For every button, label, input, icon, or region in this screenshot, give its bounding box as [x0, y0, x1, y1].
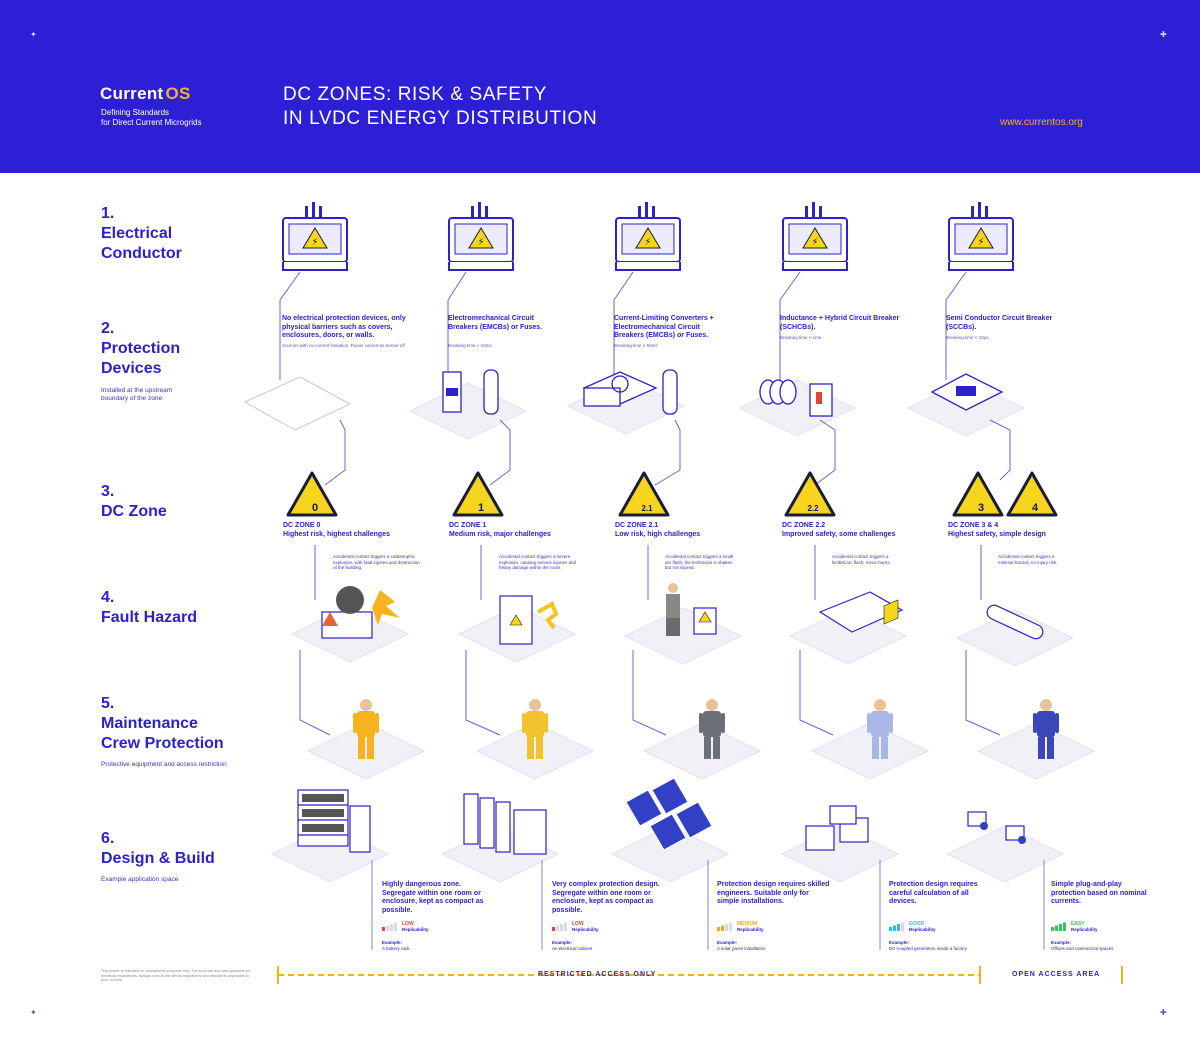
replicability-rating: EASY Replicability	[1071, 921, 1098, 932]
replicability-bar	[552, 927, 555, 931]
example-text: Example:A battery rack	[382, 940, 410, 951]
corner-mark-icon: ✦	[30, 1008, 37, 1017]
row-label-dc-zone: 3.DC Zone	[101, 483, 167, 520]
replicability-bar	[1059, 924, 1062, 931]
zone-number: 1	[478, 502, 484, 514]
row-label-design: 6.Design & Build	[101, 830, 215, 867]
page-title: DC ZONES: RISK & SAFETY	[283, 84, 548, 105]
diagram-illustrations: ⚡	[243, 201, 1123, 984]
protection-note: Sources with no current limitation. Powe…	[282, 343, 405, 348]
example-text: Example:Offices and commercial spaces	[1051, 940, 1114, 951]
protection-note: Breaking time > 10ms	[448, 343, 492, 348]
protection-note: Breaking time < 10μs	[946, 335, 989, 340]
hazard-description: Accidental contact triggers a severe exp…	[499, 554, 577, 571]
zone-number: 2.1	[641, 504, 653, 513]
corner-mark-icon: ✚	[1160, 1008, 1167, 1017]
replicability-bar	[717, 927, 720, 931]
example-text: Example:A solar panel installation	[717, 940, 766, 951]
zone-number: 4	[1032, 502, 1039, 514]
replicability-bar	[893, 925, 896, 931]
replicability-bar	[394, 922, 397, 931]
replicability-bar	[560, 924, 563, 931]
design-description: Protection design requires careful calcu…	[889, 881, 978, 905]
hazard-description: Accidental contact triggers a catastroph…	[333, 554, 420, 571]
row-sublabel: Protective equipment and access restrict…	[101, 761, 227, 768]
replicability-bar	[556, 925, 559, 931]
replicability-bar	[889, 927, 892, 931]
replicability-bar	[1063, 922, 1066, 931]
page-title: IN LVDC ENERGY DISTRIBUTION	[283, 108, 598, 129]
replicability-bar	[721, 925, 724, 931]
replicability-bar	[1055, 925, 1058, 931]
zone-number: 2.2	[807, 504, 819, 513]
protection-description: Inductance + Hybrid Circuit Breaker (SCH…	[780, 315, 900, 331]
corner-mark-icon: ✚	[1160, 30, 1167, 39]
tagline: for Direct Current Microgrids	[101, 118, 202, 127]
replicability-bar	[901, 922, 904, 931]
example-text: Example:An electrical cabinet	[552, 940, 593, 951]
protection-description: Semi Conductor Circuit Breaker (SCCBs).	[946, 315, 1053, 331]
design-description: Highly dangerous zone. Segregate within …	[382, 881, 484, 914]
row-label-fault-hazard: 4.Fault Hazard	[101, 589, 198, 626]
replicability-rating: LOW Replicability	[402, 921, 429, 932]
tagline: Defining Standards	[101, 108, 170, 117]
protection-note: Breaking time > 50ms	[614, 343, 658, 348]
replicability-bar	[1051, 927, 1054, 931]
protection-description: No electrical protection devices, only p…	[282, 315, 406, 339]
replicability-bar	[725, 924, 728, 931]
hazard-description: Accidental contact triggers a minimal ha…	[998, 554, 1058, 565]
design-description: Protection design requires skilled engin…	[717, 881, 830, 905]
corner-mark-icon: ✦	[30, 30, 37, 39]
replicability-bar	[729, 922, 732, 931]
replicability-rating: LOW Replicability	[572, 921, 599, 932]
replicability-bar	[897, 924, 900, 931]
hazard-description: Accidental contact triggers a limited ar…	[832, 554, 891, 565]
replicability-bar	[386, 925, 389, 931]
row-sublabel: Example application space	[101, 876, 179, 883]
hazard-description: Accidental contact triggers a small arc …	[665, 554, 734, 571]
example-text: Example:DC-coupled generators inside a f…	[889, 940, 968, 951]
protection-description: Electromechanical Circuit Breakers (EMCB…	[448, 315, 543, 331]
replicability-rating: GOOD Replicability	[909, 921, 936, 932]
design-description: Very complex protection design. Segregat…	[552, 881, 660, 914]
website-link[interactable]: www.currentos.org	[1000, 117, 1083, 128]
protection-note: Breaking time < 1ms	[780, 335, 822, 340]
zone-number: 3	[978, 502, 984, 514]
design-description: Simple plug-and-play protection based on…	[1051, 881, 1147, 905]
protection-description: Current-Limiting Converters + Electromec…	[614, 315, 714, 339]
replicability-bar	[564, 922, 567, 931]
open-access-label: OPEN ACCESS AREA	[1012, 971, 1101, 978]
disclaimer: This poster is intended for educational …	[101, 969, 251, 983]
replicability-bar	[390, 924, 393, 931]
replicability-bar	[382, 927, 385, 931]
replicability-rating: MEDIUM Replicability	[737, 921, 764, 932]
zone-number: 0	[312, 502, 318, 514]
restricted-access-label: RESTRICTED ACCESS ONLY	[538, 971, 657, 978]
